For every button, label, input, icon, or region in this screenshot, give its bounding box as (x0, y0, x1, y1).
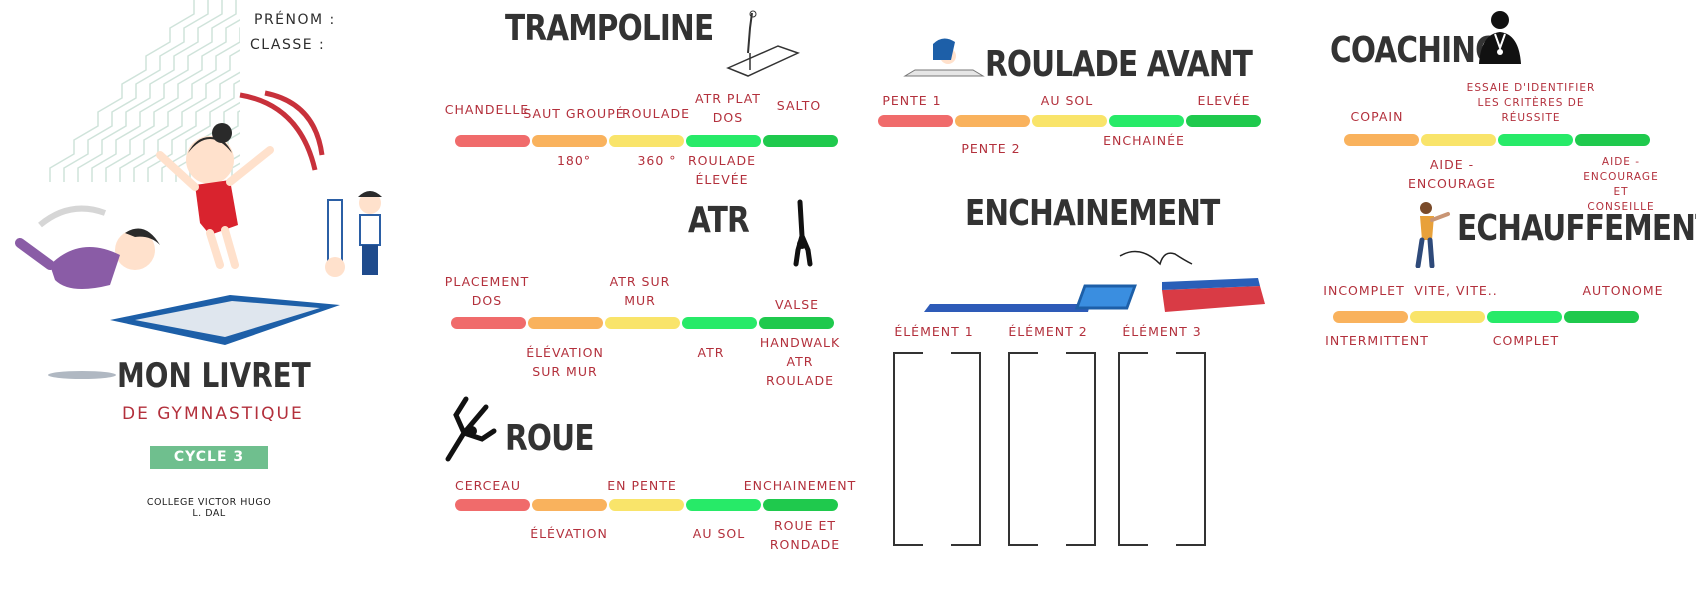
roue-top-label-2: EN PENTE (607, 478, 677, 493)
roulade-bar-1 (878, 115, 953, 127)
coaching-top-label-1: COPAIN (1350, 109, 1404, 124)
echauffement-bar-4 (1564, 311, 1639, 323)
coaching-bar-3 (1498, 134, 1573, 146)
element-label-3: ÉLÉMENT 3 (1122, 324, 1202, 339)
trampoline-top-label-4: ATR PLAT DOS (695, 91, 761, 125)
echauffement-bar-1 (1333, 311, 1408, 323)
forward-roll-icon (903, 38, 985, 77)
roue-bar-5 (763, 499, 838, 511)
trampoline-bar-2 (532, 135, 607, 147)
trampoline-bottom-label-1: 180° (556, 153, 592, 168)
atr-bar-1 (451, 317, 526, 329)
roue-bottom-label-1: ÉLÉVATION (530, 526, 608, 541)
trampoline-top-label-1: CHANDELLE (444, 102, 530, 117)
gymnasts-illustration (15, 90, 382, 379)
trampoline-bottom-label-3: ROULADE ÉLEVÉE (688, 153, 756, 187)
atr-bottom-label-1: ÉLÉVATION SUR MUR (526, 345, 604, 379)
trampoline-bottom-label-2: 360 ° (637, 153, 677, 168)
atr-bottom-label-3: HANDWALK ATR ROULADE (759, 335, 841, 388)
roue-top-label-3: ENCHAINEMENT (743, 478, 857, 493)
classe-label: CLASSE : (250, 37, 326, 53)
echauffement-top-label-1: INCOMPLET (1323, 283, 1405, 298)
prenom-label: PRÉNOM : (254, 12, 336, 28)
roulade-title: ROULADE AVANT (985, 44, 1253, 85)
trampoline-bar-4 (686, 135, 761, 147)
echauffement-bar-3 (1487, 311, 1562, 323)
trampoline-bar-1 (455, 135, 530, 147)
roulade-bar-2 (955, 115, 1030, 127)
cover-title: MON LIVRET (117, 356, 311, 396)
flying-gymnast-icon (156, 123, 274, 269)
atr-bar-4 (682, 317, 757, 329)
roue-bar-2 (532, 499, 607, 511)
coaching-top-label-2: ESSAIE D'IDENTIFIER LES CRITÈRES DE RÉUS… (1466, 82, 1596, 124)
roulade-bottom-label-1: PENTE 2 (961, 141, 1021, 156)
stretching-person-icon (1415, 202, 1450, 268)
atr-bottom-label-2: ATR (697, 345, 725, 360)
trampoline-top-label-5: SALTO (776, 98, 822, 113)
roulade-bar-5 (1186, 115, 1261, 127)
coaching-bar-4 (1575, 134, 1650, 146)
roue-bar-4 (686, 499, 761, 511)
echauffement-bottom-label-1: INTERMITTENT (1325, 333, 1429, 348)
gym-equipment-illustration (924, 250, 1265, 312)
atr-bar-2 (528, 317, 603, 329)
roulade-top-label-2: AU SOL (1040, 93, 1094, 108)
echauffement-top-label-2: VITE, VITE.. (1414, 283, 1498, 298)
roulade-bar-3 (1032, 115, 1107, 127)
roue-bar-3 (609, 499, 684, 511)
roulade-bottom-label-2: ENCHAINÉE (1103, 133, 1185, 148)
trampoline-top-label-2: SAUT GROUPÉ (523, 106, 625, 121)
echauffement-bottom-label-2: COMPLET (1492, 333, 1560, 348)
echauffement-bar-2 (1410, 311, 1485, 323)
atr-bar-3 (605, 317, 680, 329)
atr-top-label-1: PLACEMENT DOS (444, 274, 530, 308)
roulade-top-label-1: PENTE 1 (882, 93, 942, 108)
element-label-1: ÉLÉMENT 1 (894, 324, 974, 339)
school-name: COLLEGE VICTOR HUGO (146, 497, 272, 508)
roue-bar-1 (455, 499, 530, 511)
coaching-title: COACHING (1330, 30, 1499, 71)
coaching-bar-2 (1421, 134, 1496, 146)
author-name: L. DAL (192, 508, 226, 519)
atr-title: ATR (688, 200, 750, 241)
roue-bottom-label-2: AU SOL (692, 526, 746, 541)
roue-bottom-label-3: ROUE ET RONDADE (769, 518, 841, 552)
echauffement-top-label-3: AUTONOME (1582, 283, 1664, 298)
trampoline-bar-5 (763, 135, 838, 147)
roue-top-label-1: CERCEAU (454, 478, 522, 493)
cartwheel-icon (445, 396, 497, 462)
atr-bar-5 (759, 317, 834, 329)
element-label-2: ÉLÉMENT 2 (1008, 324, 1088, 339)
coaching-bottom-label-2: AIDE - ENCOURAGE ET CONSEILLE (1583, 156, 1659, 213)
roulade-top-label-3: ELEVÉE (1197, 93, 1251, 108)
echauffement-title: ECHAUFFEMENT (1457, 208, 1696, 249)
roue-title: ROUE (505, 418, 595, 459)
trampoline-bar-3 (609, 135, 684, 147)
atr-top-label-3: VALSE (774, 297, 820, 312)
trampoline-top-label-3: ROULADE (622, 106, 690, 121)
handstand-pair-icon (325, 191, 382, 277)
cover-subtitle: DE GYMNASTIQUE (122, 404, 304, 424)
handstand-icon (793, 199, 813, 267)
roulade-bar-4 (1109, 115, 1184, 127)
cycle-badge: CYCLE 3 (150, 446, 268, 469)
trampoline-gymnast-icon (726, 10, 800, 77)
coach-icon (1479, 11, 1521, 64)
trampoline-title: TRAMPOLINE (505, 8, 714, 49)
coaching-bar-1 (1344, 134, 1419, 146)
coaching-bottom-label-1: AIDE - ENCOURAGE (1407, 157, 1497, 191)
enchainement-title: ENCHAINEMENT (965, 193, 1220, 234)
lying-gymnast-icon (15, 228, 160, 289)
atr-top-label-2: ATR SUR MUR (609, 274, 671, 308)
